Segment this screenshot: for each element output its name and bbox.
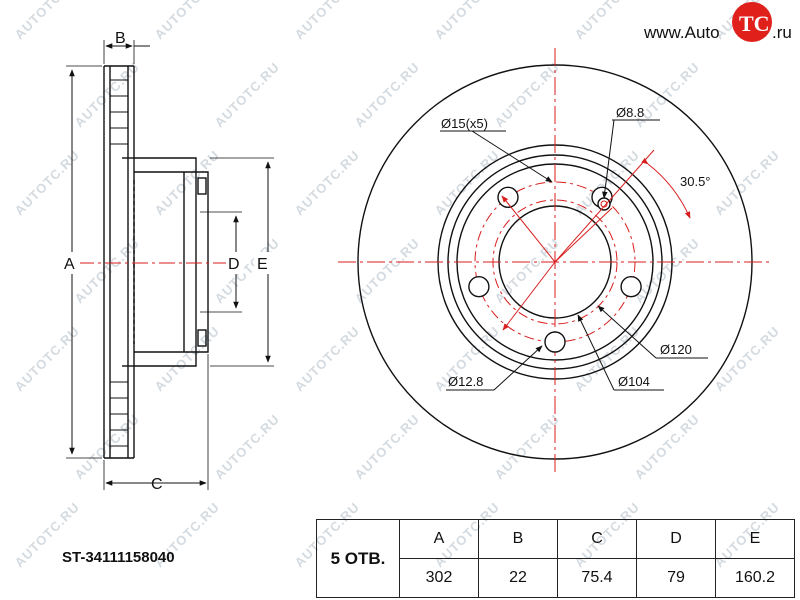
brand-logo: www.Auto TC .ru	[643, 2, 792, 42]
watermark: AUTOTC.RU	[492, 235, 563, 306]
holes-count: 5 ОТВ.	[316, 519, 400, 598]
center-bore-label: Ø12.8	[448, 374, 483, 389]
watermark: AUTOTC.RU	[72, 411, 143, 482]
spec-header-a: A	[399, 519, 479, 559]
spec-header-c: C	[557, 519, 637, 559]
outer-pcd-label: Ø120	[660, 342, 692, 357]
dim-label-e: E	[257, 256, 268, 273]
front-red-dimensions	[501, 149, 691, 331]
watermark: AUTOTC.RU	[152, 323, 223, 394]
watermark: AUTOTC.RU	[212, 59, 283, 130]
part-number: ST-34111158040	[62, 549, 175, 566]
bolt-hole	[497, 186, 519, 209]
spec-header-row: 5 ОТВ. A B C D E	[316, 519, 795, 598]
watermark: AUTOTC.RU	[352, 235, 423, 306]
brand-url-prefix: www.Auto	[643, 23, 720, 42]
spec-header-d: D	[636, 519, 716, 559]
watermark: AUTOTC.RU	[572, 0, 643, 42]
angle-label: 30.5°	[680, 174, 711, 189]
front-annotation-labels: Ø15(x5) Ø8.8 30.5° Ø120 Ø104 Ø12.8	[441, 105, 711, 389]
front-leaders	[440, 119, 708, 391]
small-hole-label: Ø8.8	[616, 105, 644, 120]
spec-value-a: 302	[399, 558, 479, 598]
bolt-hole	[620, 276, 642, 298]
spec-header-b: B	[478, 519, 558, 559]
watermark: AUTOTC.RU	[152, 0, 223, 42]
watermark: AUTOTC.RU	[292, 0, 363, 42]
dim-label-b: B	[115, 30, 126, 47]
brand-logo-text: TC	[739, 11, 770, 36]
spec-value-c: 75.4	[557, 558, 637, 598]
bolt-hole-label: Ø15(x5)	[441, 116, 488, 131]
svg-text:www.Auto: www.Auto	[643, 23, 720, 42]
watermark: AUTOTC.RU	[292, 323, 363, 394]
watermark: AUTOTC.RU	[72, 235, 143, 306]
dim-label-d: D	[228, 256, 240, 273]
side-view	[103, 65, 209, 459]
watermark: AUTOTC.RU	[492, 411, 563, 482]
watermark: AUTOTC.RU	[212, 411, 283, 482]
spec-value-row: 302 22 75.4 79 160.2	[317, 558, 795, 598]
watermark: AUTOTC.RU	[72, 59, 143, 130]
locating-hole	[597, 197, 611, 211]
bolt-hole	[544, 331, 566, 353]
watermark: AUTOTC.RU	[12, 0, 83, 42]
watermark: AUTOTC.RU	[432, 0, 503, 42]
watermark: AUTOTC.RU	[712, 323, 783, 394]
watermark: AUTOTC.RU	[352, 59, 423, 130]
watermark: AUTOTC.RU	[432, 147, 503, 218]
watermark: AUTOTC.RU	[292, 147, 363, 218]
side-dimension-labels: A B C D E	[62, 30, 272, 493]
spec-value-e: 160.2	[715, 558, 795, 598]
spec-value-d: 79	[636, 558, 716, 598]
bolt-hole	[468, 276, 490, 298]
spec-header-e: E	[715, 519, 795, 559]
brand-url-suffix: .ru	[772, 23, 792, 42]
watermark: AUTOTC.RU	[352, 411, 423, 482]
watermark: AUTOTC.RU	[632, 411, 703, 482]
brand-logo-circle	[732, 2, 772, 42]
watermark: AUTOTC.RU	[492, 59, 563, 130]
inner-pcd-label: Ø104	[618, 374, 650, 389]
dim-label-a: A	[64, 256, 75, 273]
spec-table: 5 ОТВ. A B C D E 302 22 75.4 79 160.2	[316, 519, 795, 598]
spec-value-b: 22	[478, 558, 558, 598]
dim-label-c: C	[151, 476, 163, 493]
